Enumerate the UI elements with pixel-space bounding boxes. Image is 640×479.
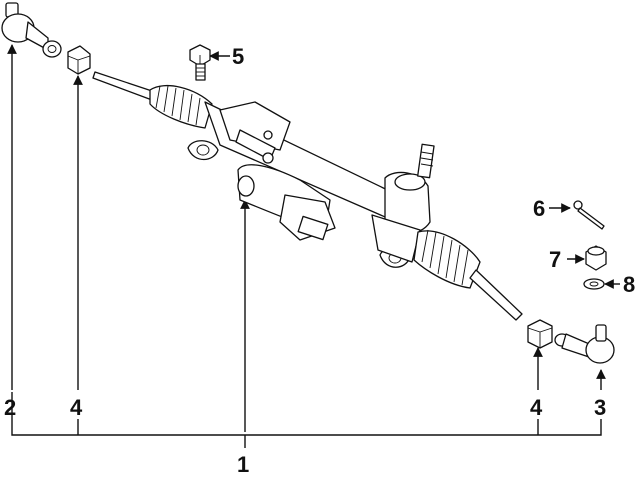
mounting-bolt bbox=[189, 44, 211, 81]
cotter-pin bbox=[573, 200, 605, 230]
jam-nut-right bbox=[527, 319, 553, 349]
callout-3: 3 bbox=[594, 395, 606, 420]
callout-labels: 2 4 1 4 3 5 6 7 8 bbox=[4, 44, 635, 477]
castle-nut bbox=[585, 245, 607, 271]
callout-4-right: 4 bbox=[530, 395, 543, 420]
tie-rod-end-right bbox=[554, 324, 615, 364]
washer bbox=[583, 278, 605, 290]
callout-7: 7 bbox=[549, 247, 561, 272]
leader-lines bbox=[7, 44, 620, 448]
steering-gear-assembly bbox=[92, 71, 523, 321]
tie-rod-end-left bbox=[1, 2, 62, 58]
callout-1: 1 bbox=[237, 452, 249, 477]
jam-nut-left bbox=[67, 45, 91, 75]
callout-5: 5 bbox=[232, 44, 244, 69]
bottom-bracket-line bbox=[11, 392, 602, 436]
callout-6: 6 bbox=[533, 196, 545, 221]
callout-8: 8 bbox=[623, 272, 635, 297]
callout-4-left: 4 bbox=[70, 395, 83, 420]
callout-2: 2 bbox=[4, 395, 16, 420]
